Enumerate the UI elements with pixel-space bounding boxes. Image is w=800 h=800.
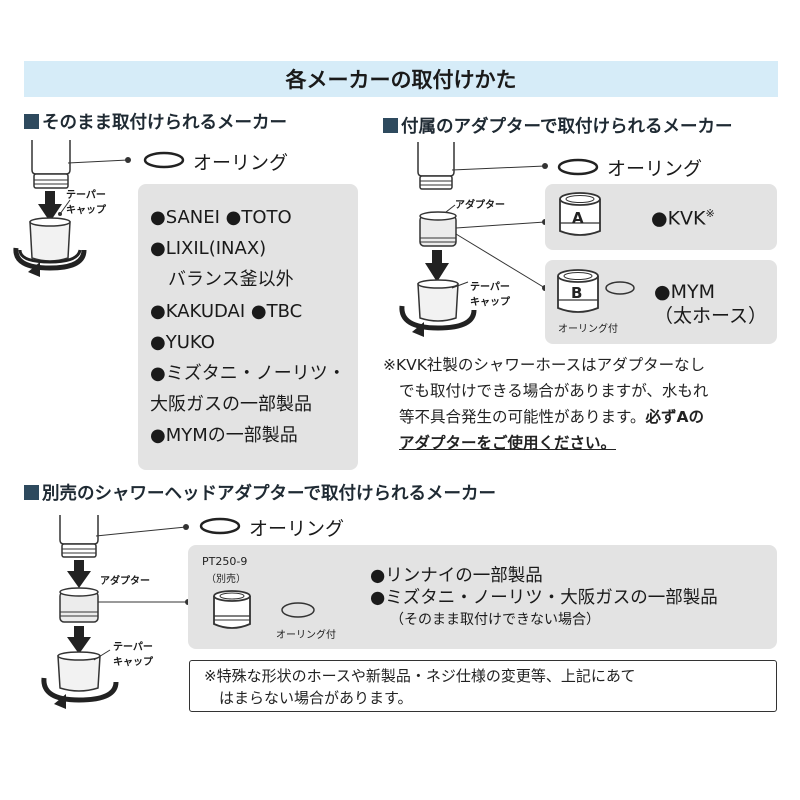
list-item: 大阪ガスの一部製品	[150, 394, 312, 416]
section2-adapter-label: アダプター	[455, 200, 505, 211]
section2-diagram	[399, 142, 548, 337]
oring-icon	[557, 158, 599, 176]
adapter-a-icon	[559, 192, 601, 236]
heading-square-icon	[383, 118, 398, 133]
list-item: ●KAKUDAI ●TBC	[150, 300, 303, 322]
section3-taper-label: テーパーキャップ	[113, 642, 153, 668]
adapter-b-letter: B	[571, 284, 583, 302]
section2-heading: 付属のアダプターで取付けられるメーカー	[383, 113, 732, 138]
adapter-a-letter: A	[572, 209, 584, 227]
section3-heading: 別売のシャワーヘッドアダプターで取付けられるメーカー	[24, 480, 496, 505]
section1-oring-label: オーリング	[193, 152, 289, 174]
section1-brand-list: ●SANEI ●TOTO ●LIXIL(INAX) バランス釜以外 ●KAKUD…	[150, 202, 346, 452]
list-item: ●LIXIL(INAX)	[150, 238, 267, 260]
adapter-b-brand: ●MYM （太ホース）	[654, 281, 768, 327]
list-item: ●ミズタニ・ノーリツ・大阪ガスの一部製品	[370, 588, 718, 608]
section2-oring-label: オーリング	[607, 158, 703, 180]
section3-brand-list: ●リンナイの一部製品 ●ミズタニ・ノーリツ・大阪ガスの一部製品 （そのまま取付け…	[370, 565, 718, 631]
list-item: ●MYMの一部製品	[150, 425, 298, 447]
section3-brand-panel	[188, 545, 777, 649]
section1-taper-label: テーパーキャップ	[66, 190, 106, 216]
adapter-b-icon	[557, 269, 635, 313]
list-item-sub: （そのまま取付けできない場合）	[390, 612, 600, 628]
adapter-b-oring-note: オーリング付	[558, 324, 618, 335]
section3-footnote: ※特殊な形状のホースや新製品・ネジ仕様の変更等、上記にあて はまらない場合があり…	[189, 660, 777, 712]
heading-square-icon	[24, 114, 39, 129]
part-oring-note: オーリング付	[276, 630, 336, 641]
section1-heading-text: そのまま取付けられるメーカー	[42, 113, 287, 133]
section2-heading-text: 付属のアダプターで取付けられるメーカー	[401, 117, 733, 137]
list-item: バランス釜以外	[150, 269, 294, 291]
oring-icon	[143, 151, 185, 169]
list-item: ●リンナイの一部製品	[370, 566, 543, 586]
section3-oring-label: オーリング	[249, 518, 345, 540]
pt250-adapter-icon	[213, 590, 315, 629]
section2-taper-label: テーパーキャップ	[470, 282, 510, 308]
page-title: 各メーカーの取付けかた	[24, 61, 778, 97]
adapter-a-brand: ●KVK※	[651, 207, 715, 230]
part-number: PT250-9	[202, 555, 248, 568]
section3-diagram	[41, 515, 191, 709]
part-sub: （別売）	[206, 574, 246, 585]
section3-heading-text: 別売のシャワーヘッドアダプターで取付けられるメーカー	[42, 484, 496, 504]
section1-diagram	[13, 140, 131, 277]
list-item: ●ミズタニ・ノーリツ・	[150, 363, 346, 385]
oring-icon	[199, 517, 241, 535]
list-item: ●YUKO	[150, 331, 215, 353]
section1-heading: そのまま取付けられるメーカー	[24, 109, 287, 134]
section2-note: ※KVK社製のシャワーホースはアダプターなし でも取付けできる場合がありますが、…	[383, 356, 709, 452]
list-item: ●SANEI ●TOTO	[150, 207, 292, 228]
section1-brand-panel: ●SANEI ●TOTO ●LIXIL(INAX) バランス釜以外 ●KAKUD…	[138, 184, 358, 470]
section3-adapter-label: アダプター	[100, 576, 150, 587]
heading-square-icon	[24, 485, 39, 500]
